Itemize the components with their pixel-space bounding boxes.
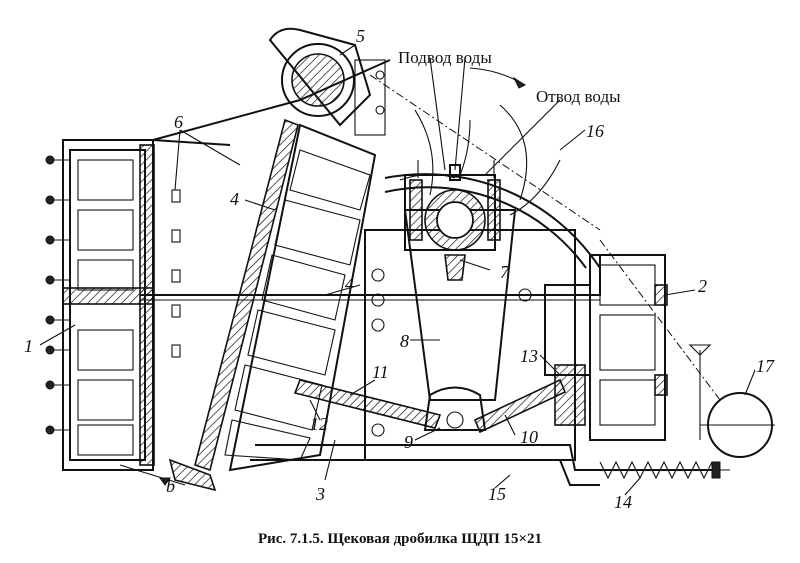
part-label-16: 16 (586, 121, 604, 141)
leader-lines (39, 44, 756, 496)
part-label-4a: 4 (230, 189, 239, 209)
water-outlet-label: Отвод воды (536, 87, 621, 106)
part-label-4b: 4 (345, 274, 354, 294)
fixed-jaw-housing (45, 139, 155, 471)
part-label-14: 14 (614, 492, 632, 512)
frame-bolts (371, 268, 532, 437)
gap-dimension (119, 464, 186, 486)
swing-jaw (168, 118, 377, 492)
part-label-10: 10 (520, 427, 538, 447)
pitman (403, 160, 517, 401)
pulley (688, 344, 775, 458)
part-label-1: 1 (24, 336, 33, 356)
rotation-arrow (469, 67, 527, 89)
part-label-3: 3 (315, 484, 325, 504)
part-label-17: 17 (756, 356, 775, 376)
dash-lines (369, 74, 721, 401)
part-label-8: 8 (400, 331, 409, 351)
part-label-2: 2 (698, 276, 707, 296)
tension-spring (595, 460, 730, 480)
part-label-5: 5 (356, 26, 365, 46)
part-label-12: 12 (310, 414, 328, 434)
figure-caption: Рис. 7.1.5. Щековая дробилка ЩДП 15×21 (258, 531, 542, 547)
part-label-13: 13 (520, 346, 538, 366)
gap-label-b: b (166, 476, 175, 496)
water-lines (429, 57, 561, 176)
cheek-plates (152, 59, 391, 358)
eccentric-bearing (268, 27, 386, 136)
part-label-15: 15 (488, 484, 506, 504)
toggle-plates (293, 378, 567, 434)
water-inlet-label: Подвод воды (398, 48, 492, 67)
part-label-9: 9 (404, 432, 413, 452)
part-label-6: 6 (174, 112, 183, 132)
part-label-11: 11 (372, 362, 389, 382)
part-label-7: 7 (500, 262, 510, 282)
rear-assembly (544, 254, 668, 441)
